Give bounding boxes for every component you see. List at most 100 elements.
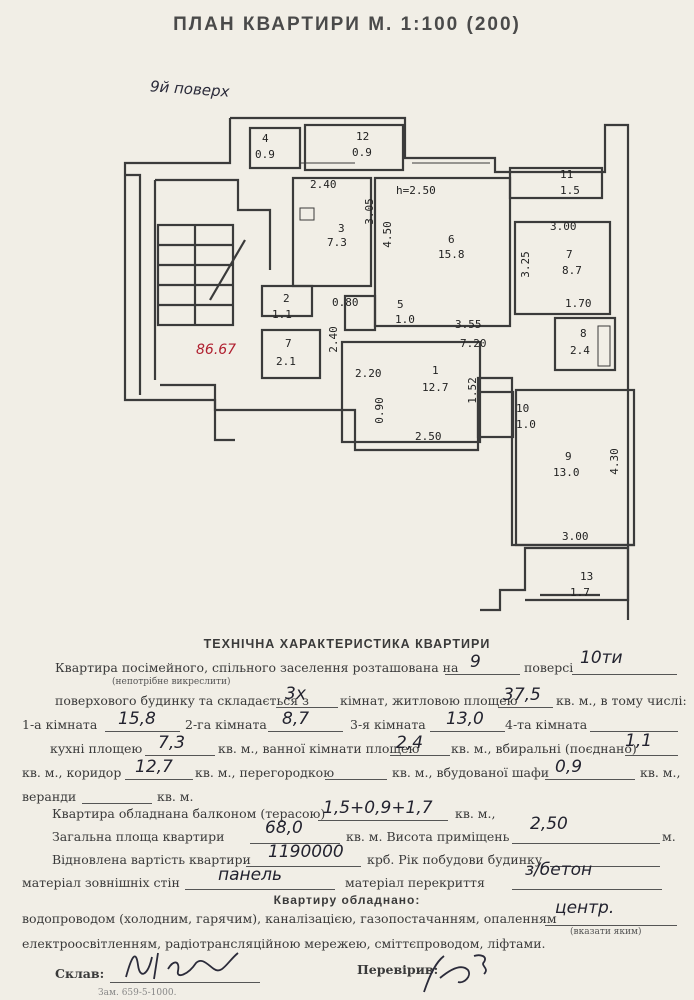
room-area: 1.0 (516, 418, 536, 431)
form-text: кв. м., коридор (22, 765, 122, 780)
checked-signature (423, 954, 487, 993)
form-text: поверсі (524, 660, 574, 675)
room-area: 1.7 (570, 586, 590, 599)
room-area: 1.1 (272, 308, 292, 321)
room-area: 13.0 (553, 466, 580, 479)
field-underline (498, 707, 553, 708)
field-underline (572, 674, 677, 675)
room-area: 2.1 (276, 355, 296, 368)
total-area-mark: 86.67 (196, 342, 237, 358)
form-text: кв. м., в тому числі: (556, 693, 687, 708)
room-area: 15.8 (438, 248, 465, 261)
form-text: матеріал перекриття (345, 875, 485, 890)
room-area: 0.9 (255, 148, 275, 161)
room-area: 1.0 (395, 313, 415, 326)
room-label: 10 (516, 402, 530, 415)
tech-heading: ТЕХНІЧНА ХАРАКТЕРИСТИКА КВАРТИРИ (203, 637, 491, 651)
form-text: 1-а кімната (22, 717, 98, 732)
room1-value: 15,8 (118, 709, 156, 729)
walls-value: панель (218, 865, 282, 885)
wardrobe-value: 0,9 (555, 757, 583, 777)
dimension-label: 2.50 (415, 430, 442, 443)
room-area: 8.7 (562, 264, 582, 277)
page-title: ПЛАН КВАРТИРИ М. 1:100 (200) (173, 14, 521, 35)
field-underline (82, 803, 152, 804)
field-underline (512, 889, 662, 890)
field-underline (590, 731, 678, 732)
form-text: водопроводом (холодним, гарячим), каналі… (22, 911, 557, 926)
form-text: Квартира посімейного, спільного заселенн… (55, 660, 459, 675)
toilet-value: 1,1 (625, 731, 653, 751)
room2-value: 8,7 (282, 709, 310, 729)
form-text: Загальна площа квартири (52, 829, 225, 844)
field-underline (145, 755, 215, 756)
dimension-label: 3.25 (518, 251, 532, 278)
dimension-label: 4.30 (607, 448, 621, 475)
room-area: 1.5 (560, 184, 580, 197)
room-label: 4 (262, 132, 269, 145)
bath-value: 2,4 (396, 733, 424, 753)
floor-plan (123, 116, 636, 620)
cost-value: 1190000 (268, 842, 344, 862)
field-underline (545, 925, 677, 926)
floor-value: 9 (470, 652, 481, 672)
dimension-label: 2.20 (355, 367, 382, 380)
field-underline (390, 755, 450, 756)
dimension-label: 0.80 (332, 296, 359, 309)
dimension-label: 2.40 (326, 326, 340, 353)
field-underline (250, 843, 340, 844)
room-label: 13 (580, 570, 594, 583)
room-label: 11 (560, 168, 574, 181)
signature-line (110, 982, 260, 983)
room-label: 7 (566, 248, 573, 261)
room-area: 2.4 (570, 344, 590, 357)
height-value: 2,50 (530, 814, 568, 834)
dimension-label: 4.50 (380, 221, 394, 248)
form-text: м. (662, 829, 676, 844)
room-label: 5 (397, 298, 404, 311)
form-text: веранди (22, 789, 77, 804)
floors-total-value: 10ти (580, 648, 623, 668)
field-underline (445, 674, 520, 675)
kitchen-value: 7,3 (158, 733, 186, 753)
field-underline (625, 755, 678, 756)
form-text: кв. м. (157, 789, 194, 804)
form-text: кухні площею (50, 741, 143, 756)
equipment-heading: Квартиру обладнано: (273, 893, 421, 907)
form-text: матеріал зовнішніх стін (22, 875, 180, 890)
form-text: 4-та кімната (505, 717, 588, 732)
field-underline (125, 779, 193, 780)
dimension-label: 1.70 (565, 297, 592, 310)
corridor-value: 12,7 (135, 757, 173, 777)
room-label: 12 (356, 130, 370, 143)
form-text: електроосвітленням, радіотрансляційною м… (22, 936, 546, 951)
rooms-count-value: 3х (285, 684, 306, 704)
checked-label: Перевірив: (357, 962, 439, 977)
room-label: 8 (580, 327, 587, 340)
form-text: крб. Рік побудови будинку (367, 852, 543, 867)
form-text: кв. м., перегородкою (195, 765, 335, 780)
dimension-label: 1.52 (465, 377, 479, 404)
room-area: 7.3 (327, 236, 347, 249)
field-underline (512, 843, 660, 844)
total-area-value: 68,0 (265, 818, 303, 838)
field-underline (430, 731, 505, 732)
field-underline (545, 779, 635, 780)
living-area-value: 37,5 (503, 685, 541, 705)
room-area: 12.7 (422, 381, 449, 394)
dimension-label: 3.05 (362, 198, 376, 225)
room-area: 0.9 (352, 146, 372, 159)
form-text: кімнат, житловою площею (340, 693, 518, 708)
form-text: кв. м., вбиральні (поєднано) (451, 741, 637, 756)
room-label: 6 (448, 233, 455, 246)
form-text: кв. м., ванної кімнати площею (218, 741, 420, 756)
field-underline (325, 779, 387, 780)
form-text: кв. м., (640, 765, 681, 780)
dimension-label: 7.20 (460, 337, 487, 350)
field-underline (105, 731, 180, 732)
dimension-label: h=2.50 (396, 184, 436, 197)
field-underline (318, 820, 448, 821)
field-underline (268, 731, 343, 732)
form-text: Відновлена вартість квартири (52, 852, 251, 867)
